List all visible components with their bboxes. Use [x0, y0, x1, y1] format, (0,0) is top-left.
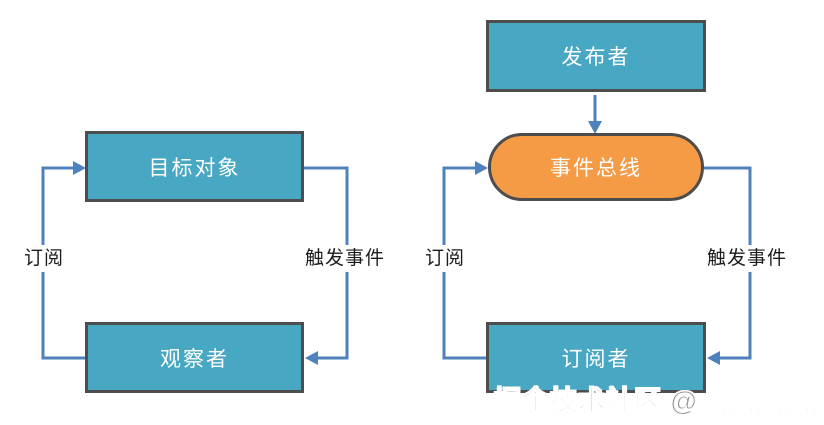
event-bus-node: 事件总线 — [488, 133, 704, 201]
publisher-label: 发布者 — [561, 46, 631, 69]
publisher-node: 发布者 — [486, 20, 706, 92]
observer-node: 观察者 — [85, 322, 304, 393]
watermark-text: 掘金技术社区 @ 燕燕燕燕燕 — [493, 386, 824, 417]
subscriber-node: 订阅者 — [486, 322, 706, 393]
target-object-node: 目标对象 — [85, 131, 304, 202]
subscribe-edge-label-left: 订阅 — [21, 245, 67, 272]
trigger-edge-label-right: 触发事件 — [704, 245, 790, 272]
arrowhead-into-eventbus-left — [475, 161, 488, 175]
event-bus-label: 事件总线 — [550, 157, 642, 180]
target-object-label: 目标对象 — [148, 156, 241, 180]
observer-label: 观察者 — [160, 347, 229, 371]
arrowhead-into-observer — [305, 351, 318, 365]
trigger-edge-label-left: 触发事件 — [302, 245, 388, 272]
subscriber-label: 订阅者 — [561, 347, 631, 371]
subscribe-edge-label-right: 订阅 — [422, 245, 468, 272]
arrowhead-into-subscriber — [707, 351, 720, 365]
